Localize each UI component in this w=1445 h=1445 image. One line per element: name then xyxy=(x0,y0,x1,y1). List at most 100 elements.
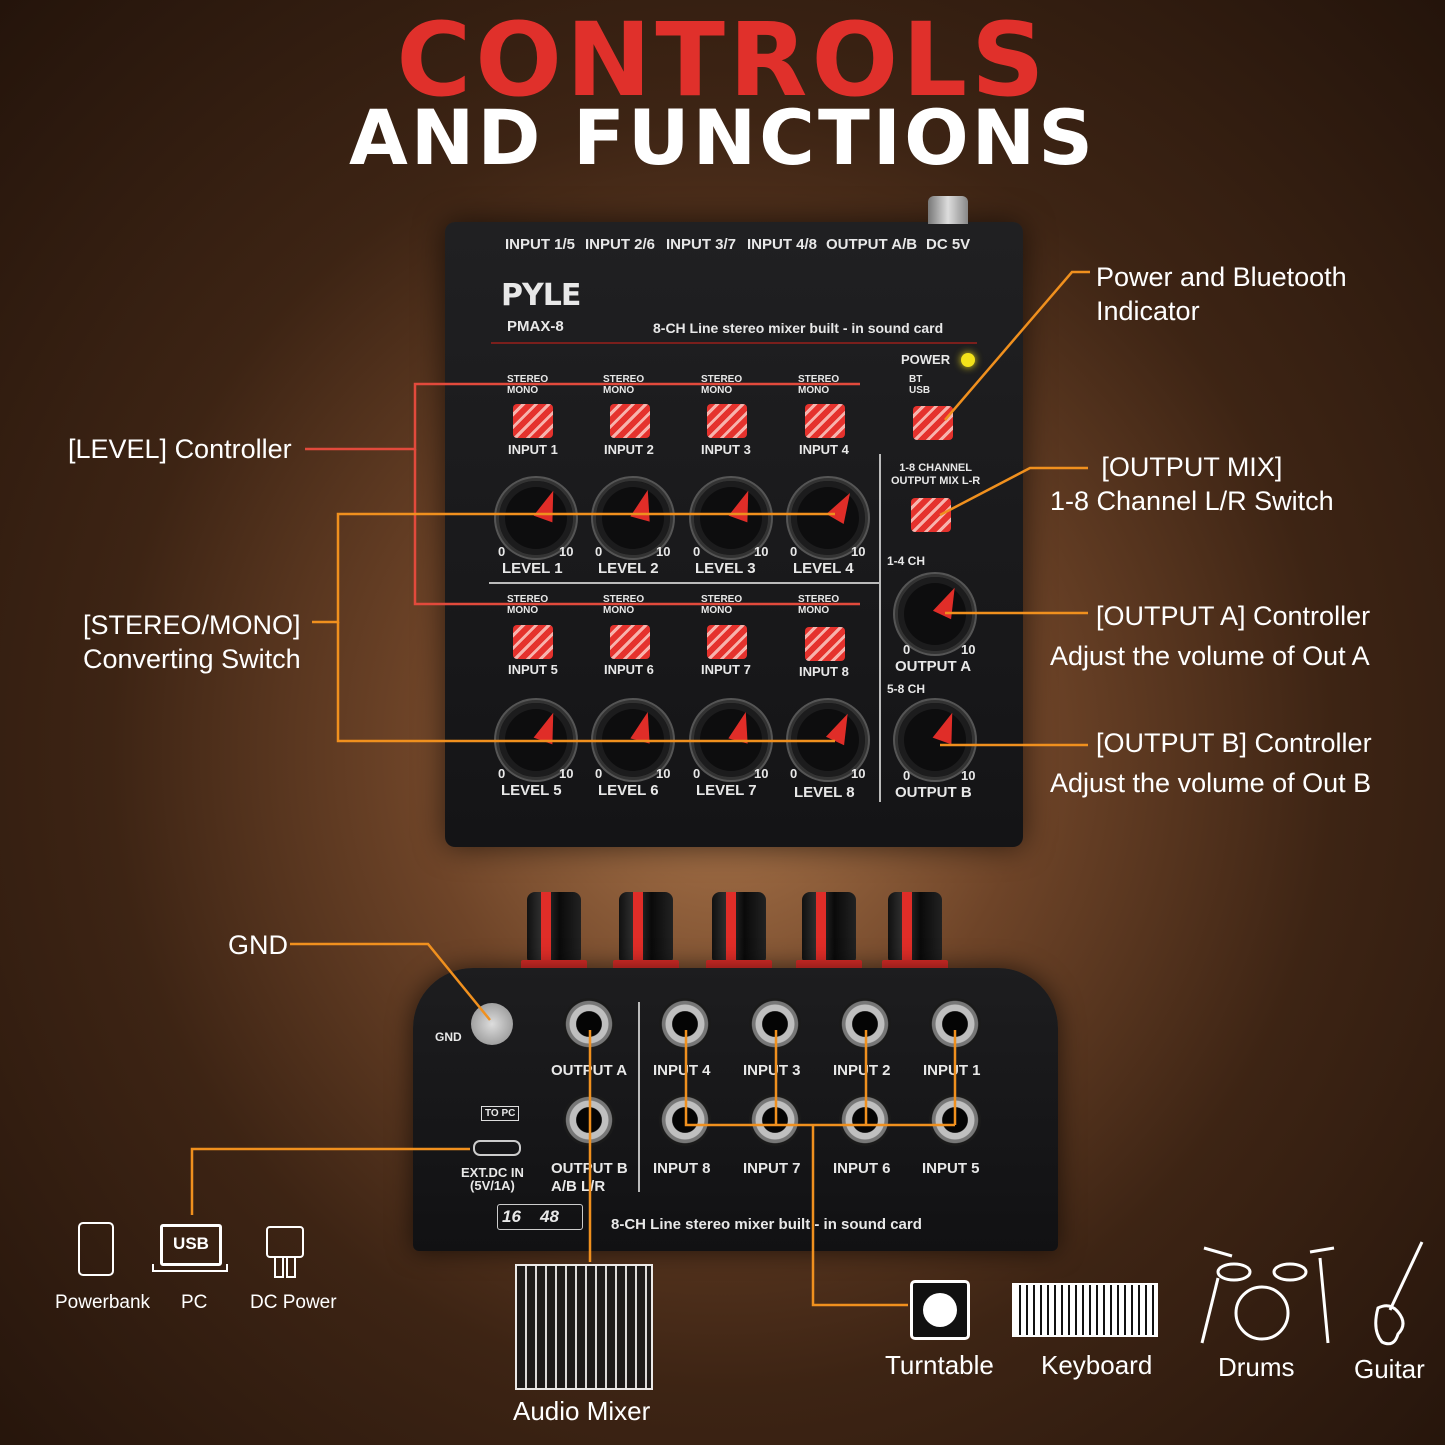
output-b-knob[interactable] xyxy=(895,700,975,780)
stereo-mono-switch-2[interactable] xyxy=(610,404,650,438)
scale-max: 10 xyxy=(559,544,574,559)
scale-min: 0 xyxy=(693,766,701,781)
power-source-label: Powerbank xyxy=(55,1292,151,1313)
callout-output-mix: [OUTPUT MIX]1-8 Channel L/R Switch xyxy=(1050,452,1334,516)
dc-power-icon-pin xyxy=(274,1256,284,1278)
scale-max: 10 xyxy=(559,766,574,781)
port-label: INPUT 3/7 xyxy=(666,236,737,253)
jack-label: INPUT 5 xyxy=(922,1160,980,1177)
heading-controls: CONTROLS xyxy=(396,1,1049,120)
divider xyxy=(489,582,879,584)
drums-icon xyxy=(1200,1246,1335,1344)
scale-min: 0 xyxy=(903,768,911,783)
turntable-icon xyxy=(910,1280,970,1340)
panel-description: 8-CH Line stereo mixer built - in sound … xyxy=(653,320,944,336)
level-knob-2[interactable] xyxy=(593,478,673,558)
ch-a-label: 1-4 CH xyxy=(887,554,926,568)
stereo-mono-switch-6[interactable] xyxy=(610,625,650,659)
pc-icon: USB xyxy=(160,1224,222,1266)
input-label: INPUT 2 xyxy=(604,442,654,457)
port-label: OUTPUT A/B xyxy=(826,236,918,253)
output-a-label: OUTPUT A xyxy=(895,658,972,675)
stereo-mono-switch-7[interactable] xyxy=(707,625,747,659)
jack-label: INPUT 1 xyxy=(923,1062,981,1079)
input-label: INPUT 3 xyxy=(701,442,751,457)
output-b-label: OUTPUT B xyxy=(895,784,972,801)
brand-logo: PYLE xyxy=(501,278,581,313)
scale-max: 10 xyxy=(961,768,976,783)
power-source-label: DC Power xyxy=(250,1292,337,1313)
power-label: POWER xyxy=(901,352,951,367)
level-label: LEVEL 1 xyxy=(502,560,563,577)
keyboard-icon xyxy=(1012,1283,1158,1337)
input-label: INPUT 5 xyxy=(508,662,558,677)
gnd-screw[interactable] xyxy=(471,1003,513,1045)
device-label: Drums xyxy=(1218,1352,1295,1382)
port-label: INPUT 4/8 xyxy=(747,236,818,253)
input-label: INPUT 8 xyxy=(799,664,849,679)
model-label: PMAX-8 xyxy=(507,318,564,335)
level-label: LEVEL 6 xyxy=(598,782,659,799)
scale-max: 10 xyxy=(656,544,671,559)
port-label: INPUT 1/5 xyxy=(505,236,576,253)
bitrate-badge: 16 48 xyxy=(497,1204,583,1230)
knob-cap xyxy=(613,892,679,972)
input-label: INPUT 1 xyxy=(508,442,558,457)
ch-b-label: 5-8 CH xyxy=(887,682,926,696)
dc-power-icon xyxy=(266,1226,304,1258)
scale-min: 0 xyxy=(498,544,506,559)
stereo-mono-switch-8[interactable] xyxy=(805,627,845,661)
power-source-label: PC xyxy=(181,1292,208,1313)
pc-icon-base xyxy=(152,1264,228,1272)
level-knob-4[interactable] xyxy=(788,478,868,558)
ext-dc-label: EXT.DC IN(5V/1A) xyxy=(461,1165,524,1193)
level-label: LEVEL 2 xyxy=(598,560,659,577)
scale-max: 10 xyxy=(961,642,976,657)
stereo-mono-switch-5[interactable] xyxy=(513,625,553,659)
scale-min: 0 xyxy=(790,544,798,559)
level-label: LEVEL 3 xyxy=(695,560,756,577)
mixer-back-panel: GND OUTPUT A INPUT 4 INPUT 3 INPUT 2 INP… xyxy=(413,968,1058,1251)
output-mix-switch[interactable] xyxy=(911,498,951,532)
usb-c-port[interactable] xyxy=(473,1140,521,1156)
level-knob-3[interactable] xyxy=(691,478,771,558)
stereo-mono-switch-4[interactable] xyxy=(805,404,845,438)
scale-min: 0 xyxy=(595,766,603,781)
jack-label: INPUT 3 xyxy=(743,1062,801,1079)
level-label: LEVEL 8 xyxy=(794,784,855,801)
port-label: DC 5V xyxy=(926,236,971,253)
scale-min: 0 xyxy=(903,642,911,657)
level-label: LEVEL 4 xyxy=(793,560,854,577)
callout-stereo-mono: [STEREO/MONO]Converting Switch xyxy=(83,610,301,674)
device-label: Keyboard xyxy=(1041,1350,1153,1380)
scale-min: 0 xyxy=(693,544,701,559)
heading-and-functions: AND FUNCTIONS xyxy=(348,93,1097,182)
port-label: INPUT 2/6 xyxy=(585,236,656,253)
powerbank-icon xyxy=(78,1222,114,1276)
callout-gnd: GND xyxy=(228,930,288,960)
divider xyxy=(879,454,881,802)
jack-label: INPUT 7 xyxy=(743,1160,801,1177)
scale-max: 10 xyxy=(754,544,769,559)
stereo-mono-switch-1[interactable] xyxy=(513,404,553,438)
device-label: Turntable xyxy=(885,1350,994,1380)
divider xyxy=(638,1002,640,1192)
bt-usb-switch[interactable] xyxy=(913,406,953,440)
level-knob-1[interactable] xyxy=(496,478,576,558)
device-label: Guitar xyxy=(1354,1354,1425,1384)
scale-max: 10 xyxy=(851,544,866,559)
stereo-mono-switch-3[interactable] xyxy=(707,404,747,438)
scale-max: 10 xyxy=(656,766,671,781)
